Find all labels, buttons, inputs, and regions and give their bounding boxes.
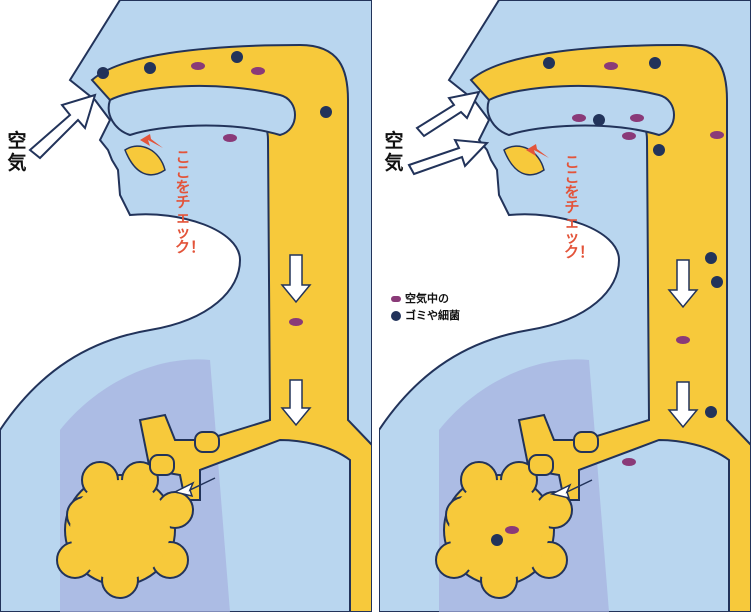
check-here-text: ここをチェック！ [175, 150, 191, 255]
check-here-text: ここをチェック！ [564, 155, 580, 260]
bronchus-stub [195, 432, 219, 452]
legend-item: ゴミや細菌 [391, 307, 460, 324]
bronchus-stub [529, 455, 553, 475]
air-inflow-arrow [30, 95, 95, 158]
air-inflow-arrow [409, 140, 487, 174]
bronchus-stub [574, 432, 598, 452]
air-inflow-arrow [417, 92, 479, 136]
legend-item: 空気中の [391, 290, 460, 307]
head-airway-illustration [0, 0, 372, 612]
legend-label: ゴミや細菌 [405, 307, 460, 324]
germ-particle-icon [391, 296, 401, 302]
air-label: 空 気 [383, 130, 405, 174]
bacteria-star-icon [391, 311, 401, 321]
bronchus-stub [150, 455, 174, 475]
air-label: 空 気 [6, 130, 28, 174]
legend-label: 空気中の [405, 290, 449, 307]
diagram-panel-left: 空 気 ここをチェック！ [0, 0, 372, 612]
legend: 空気中の ゴミや細菌 [391, 290, 460, 324]
